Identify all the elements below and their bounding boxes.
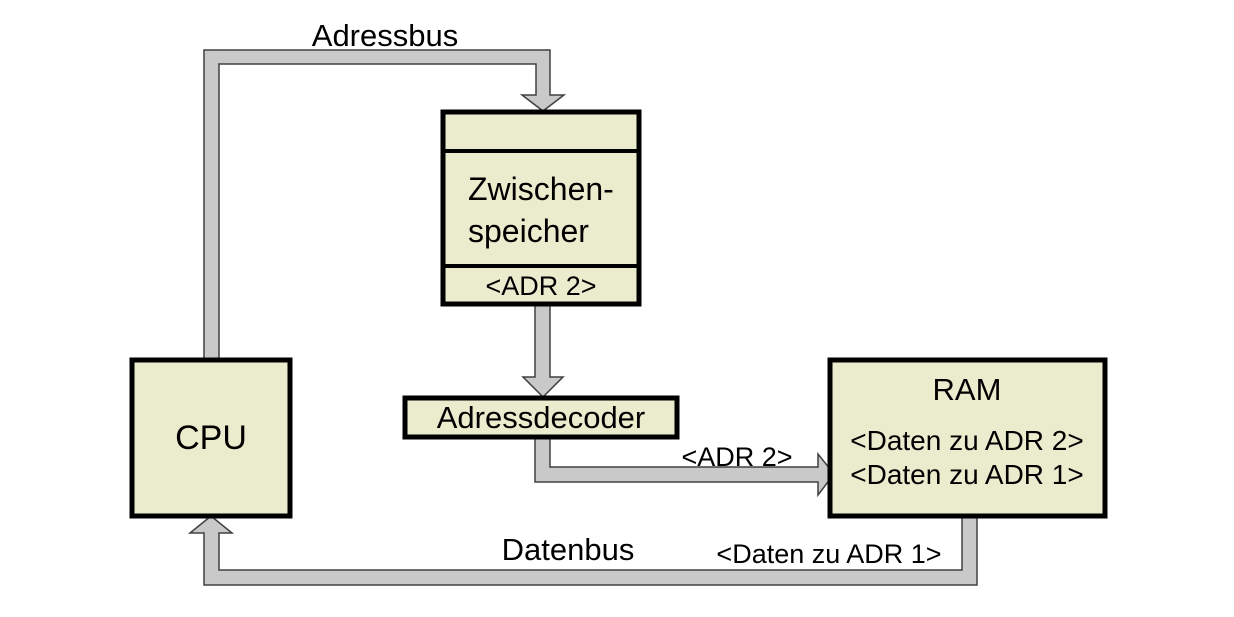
datenbus-label: Datenbus <box>502 532 635 567</box>
decoder-to-ram-arrow <box>534 436 835 498</box>
zwischenspeicher-address-value: <ADR 2> <box>485 271 596 301</box>
adressbus-label: Adressbus <box>312 18 458 53</box>
adressbus-arrow <box>203 49 567 361</box>
zwischenspeicher-box <box>440 109 642 307</box>
cpu-box <box>129 357 293 519</box>
cpu-label: CPU <box>175 419 247 457</box>
datenbus-arrow <box>187 514 978 586</box>
ram-title: RAM <box>933 372 1002 407</box>
daten-zu-adr1-bus-label: <Daten zu ADR 1> <box>716 539 941 569</box>
ram-content-adr1: <Daten zu ADR 1> <box>850 459 1083 490</box>
ram-box <box>827 357 1108 519</box>
zwischenspeicher-label-line1: Zwischen- <box>468 171 614 207</box>
adressdecoder-box <box>402 395 680 440</box>
adressdecoder-label: Adressdecoder <box>437 400 646 435</box>
buffer-to-decoder-arrow <box>521 304 565 399</box>
zwischenspeicher-label-line2: speicher <box>468 213 589 249</box>
adr2-bus-label: <ADR 2> <box>681 442 792 472</box>
ram-content-adr2: <Daten zu ADR 2> <box>850 425 1083 456</box>
